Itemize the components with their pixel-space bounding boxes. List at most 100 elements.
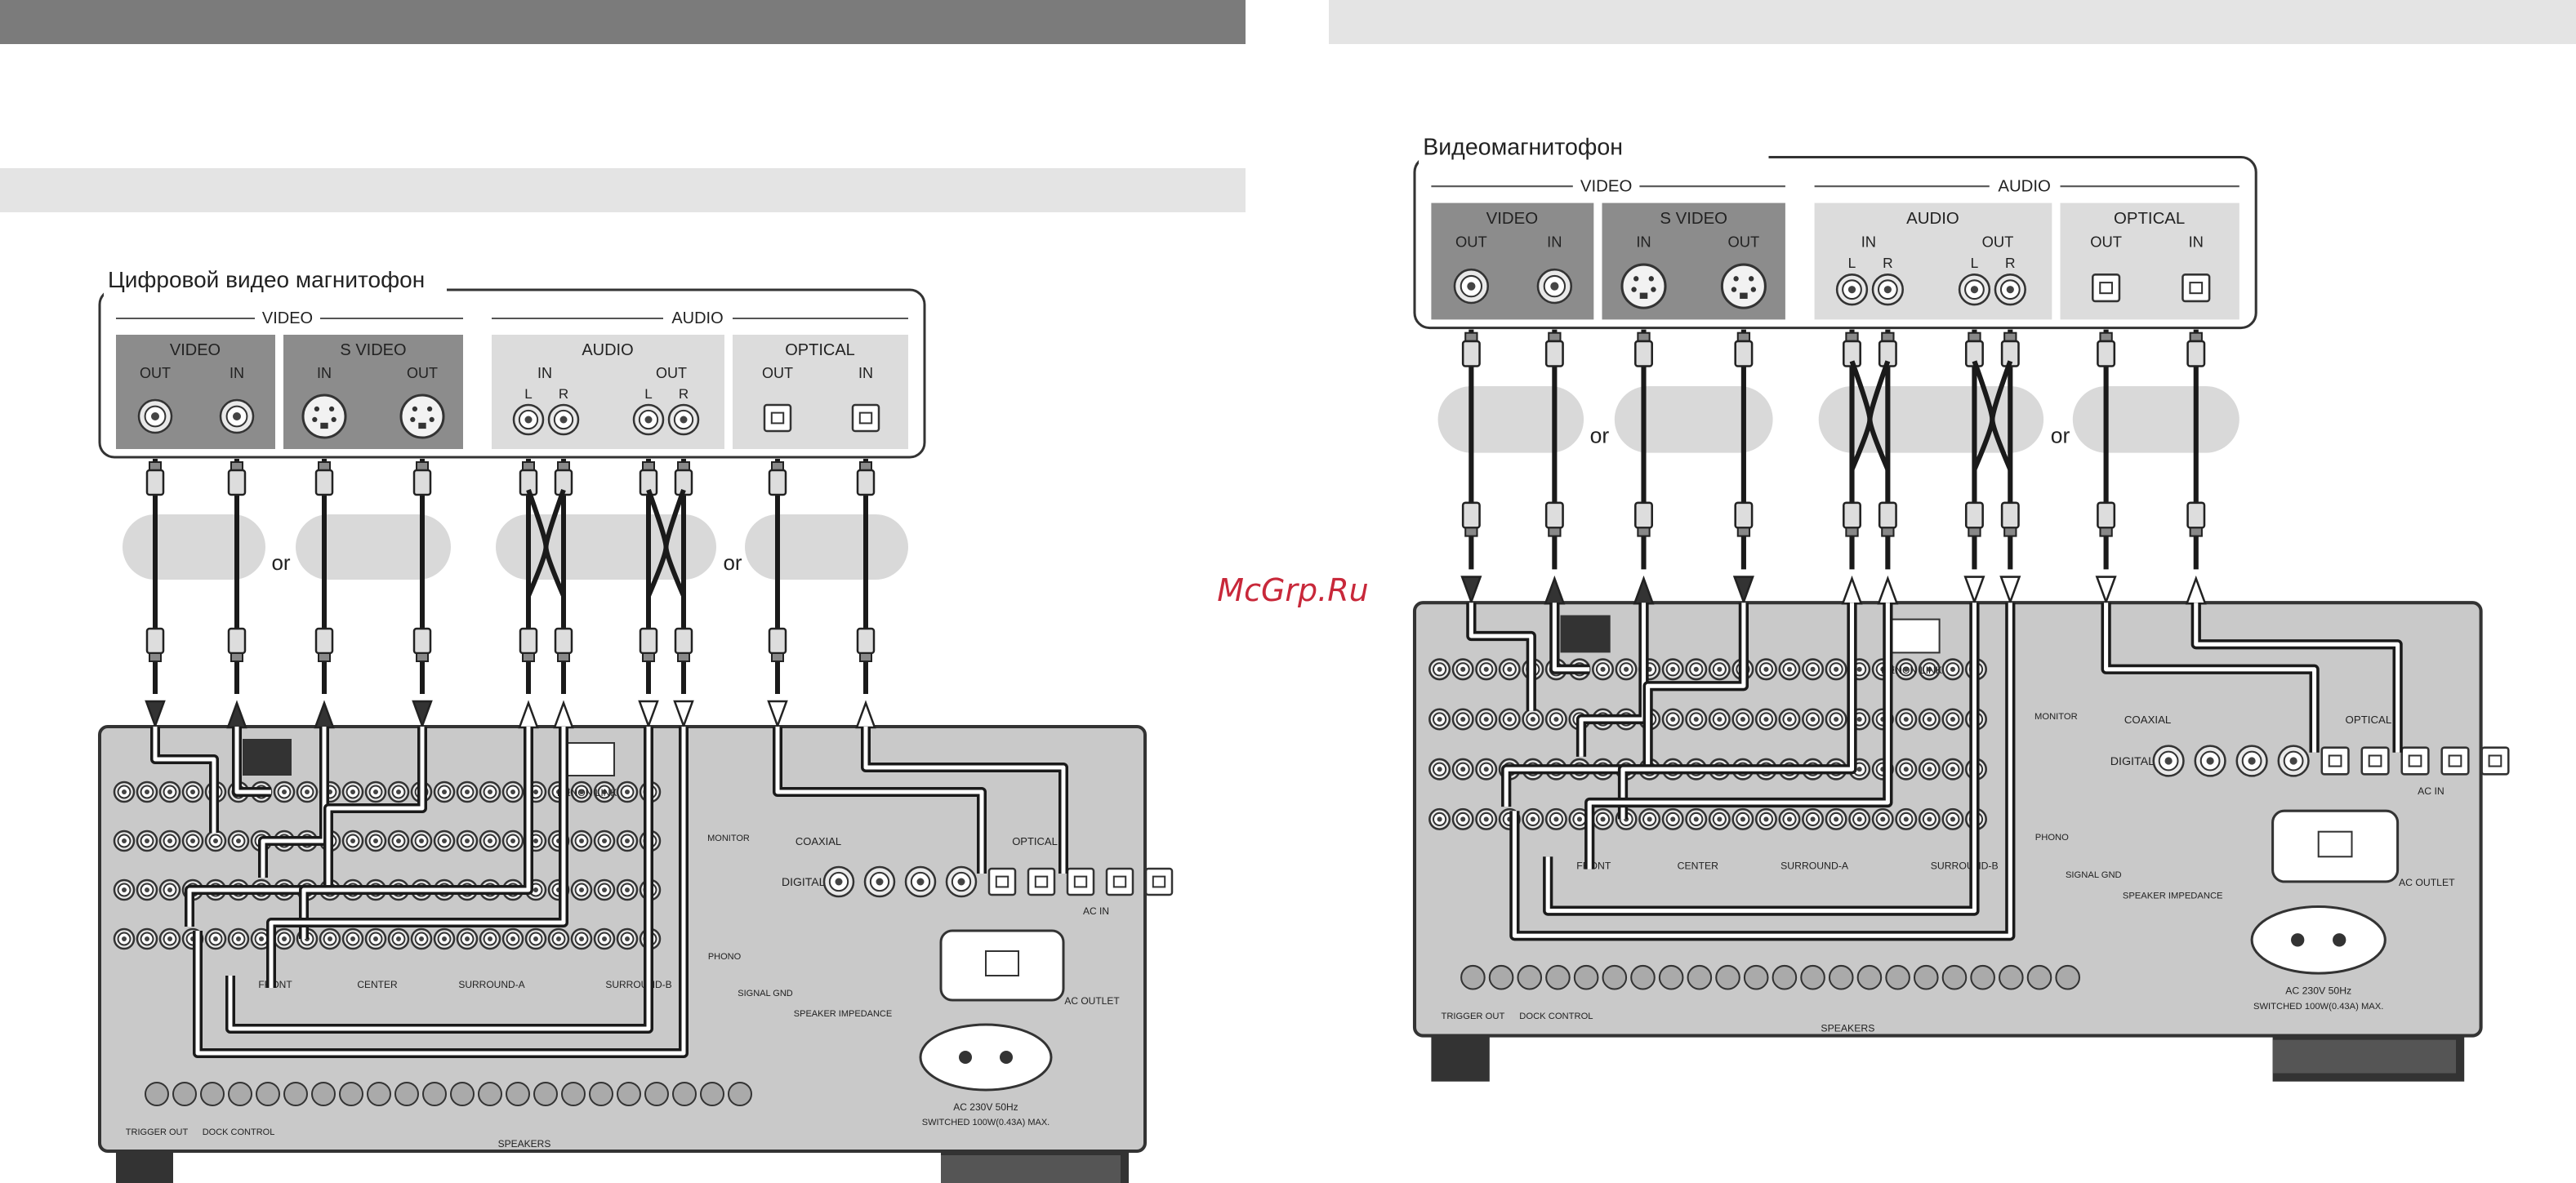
rca-jack-icon [1731,708,1754,731]
ac-outlet-icon [2250,905,2387,975]
cable-type-pill [296,514,451,580]
rca-jack-icon [1451,708,1474,731]
cable-plug-icon [1964,501,1984,537]
speaker-terminal-icon [1545,964,1571,990]
rca-jack-icon [1498,658,1521,681]
rca-jack-icon [181,781,204,803]
rca-jack-icon [1754,807,1777,830]
cable-plug-icon [519,461,538,496]
rca-jack-icon [341,829,364,852]
rca-jack-icon [1825,708,1847,731]
optical-jack-icon [2182,274,2211,303]
rca-jack-icon [1802,708,1825,731]
speaker-terminal-icon [339,1082,363,1106]
video-out-label: OUT [1455,233,1487,251]
rca-jack-icon [1895,708,1918,731]
rca-jack-icon [1708,708,1731,731]
audio-out-label: OUT [1982,233,2014,251]
rca-jack-icon [863,865,896,898]
rca-jack-icon [1544,807,1567,830]
rear-label-ac-outlet: AC OUTLET [2399,877,2455,888]
arrow-down-icon [412,700,433,729]
rear-label-monitor: MONITOR [707,834,750,843]
rca-jack-icon [410,927,433,950]
device-title: Цифровой видео магнитофон [108,267,425,292]
rca-jack-icon [1544,708,1567,731]
rca-jack-icon [227,829,250,852]
cable-plug-icon [1634,501,1653,537]
cable-wire [861,727,1068,874]
cable-plug-icon [1734,501,1754,537]
arrow-up-icon [2185,575,2207,605]
speaker-terminal-icon [1970,964,1995,990]
rca-jack-icon [1661,658,1684,681]
rca-jack-icon [1685,658,1708,681]
s-video-jack-icon [1620,263,1667,309]
audio-out-l-label: L [644,386,652,402]
rca-jack-icon [1592,807,1615,830]
rear-label-digital: DIGITAL [2110,755,2155,768]
rca-jack-icon [547,927,570,950]
header-bar-left [0,0,1246,44]
rear-label-trigger-out: TRIGGER OUT [1441,1012,1504,1021]
cable-wire [1617,603,1857,820]
cable-plug-icon [1461,501,1481,537]
rear-label-dock-control: DOCK CONTROL [1519,1012,1593,1021]
cable-plug-icon [856,627,876,662]
rca-jack-icon [822,865,855,898]
rear-label-ac-spec: AC 230V 50Hz [2285,985,2351,997]
speaker-terminal-icon [617,1082,641,1106]
device-title: Видеомагнитофон [1423,134,1623,160]
cable-wire [1501,603,1749,807]
rca-jack-icon [1778,807,1801,830]
arrow-down-icon [2095,576,2117,605]
optical-jack-icon [851,403,880,433]
rca-jack-icon [1428,807,1451,830]
rca-jack-icon [136,781,158,803]
cable-plug-icon [2000,331,2020,367]
optical-out-label: OUT [762,365,793,381]
rear-label-coaxial: COAXIAL [796,835,841,847]
rca-jack-icon [1941,758,1964,781]
rca-jack-icon [479,781,501,803]
cable-plug-icon [519,627,538,662]
rca-jack-icon [1918,658,1941,681]
rca-jack-icon [1958,274,1991,306]
optical-out-label: OUT [2090,233,2122,251]
rca-jack-icon [1428,658,1451,681]
or-label-audio: or [2051,423,2070,447]
cable-plug-icon [2000,501,2020,537]
optical-jack-icon [1105,867,1134,896]
rca-jack-icon [1895,807,1918,830]
rca-jack-icon [319,927,341,950]
rca-jack-icon [364,927,387,950]
cable-plug-icon [314,461,334,496]
speaker-terminal-icon [1573,964,1599,990]
cable-plug-icon [1843,501,1861,537]
rear-label-ac-switched: SWITCHED 100W(0.43A) MAX. [2253,1002,2383,1012]
rear-label-signal-gnd: SIGNAL GND [738,989,792,998]
rear-label-phono: PHONO [708,952,742,962]
rca-jack-icon [456,781,479,803]
rca-jack-icon [1661,807,1684,830]
rca-jack-icon [1536,268,1573,305]
rca-jack-icon [2152,745,2185,777]
speaker-terminal-icon [561,1082,586,1106]
optical-jack-icon [2440,746,2470,776]
rca-jack-icon [136,927,158,950]
speaker-terminal-icon [1828,964,1854,990]
speaker-terminal-icon [1800,964,1825,990]
speaker-terminal-icon [367,1082,391,1106]
rca-jack-icon [945,865,978,898]
s-video-block-label: S VIDEO [1660,210,1727,228]
cable-type-pill [1437,386,1584,453]
speaker-terminal-icon [1517,964,1543,990]
rca-jack-icon [204,829,227,852]
group-label-video: VIDEO [262,309,313,327]
audio-in-r-label: R [559,386,568,402]
rca-jack-icon [181,829,204,852]
s-video-in-label: IN [1636,233,1651,251]
arrow-down-icon [638,700,659,729]
cable-wire [1575,603,1649,757]
